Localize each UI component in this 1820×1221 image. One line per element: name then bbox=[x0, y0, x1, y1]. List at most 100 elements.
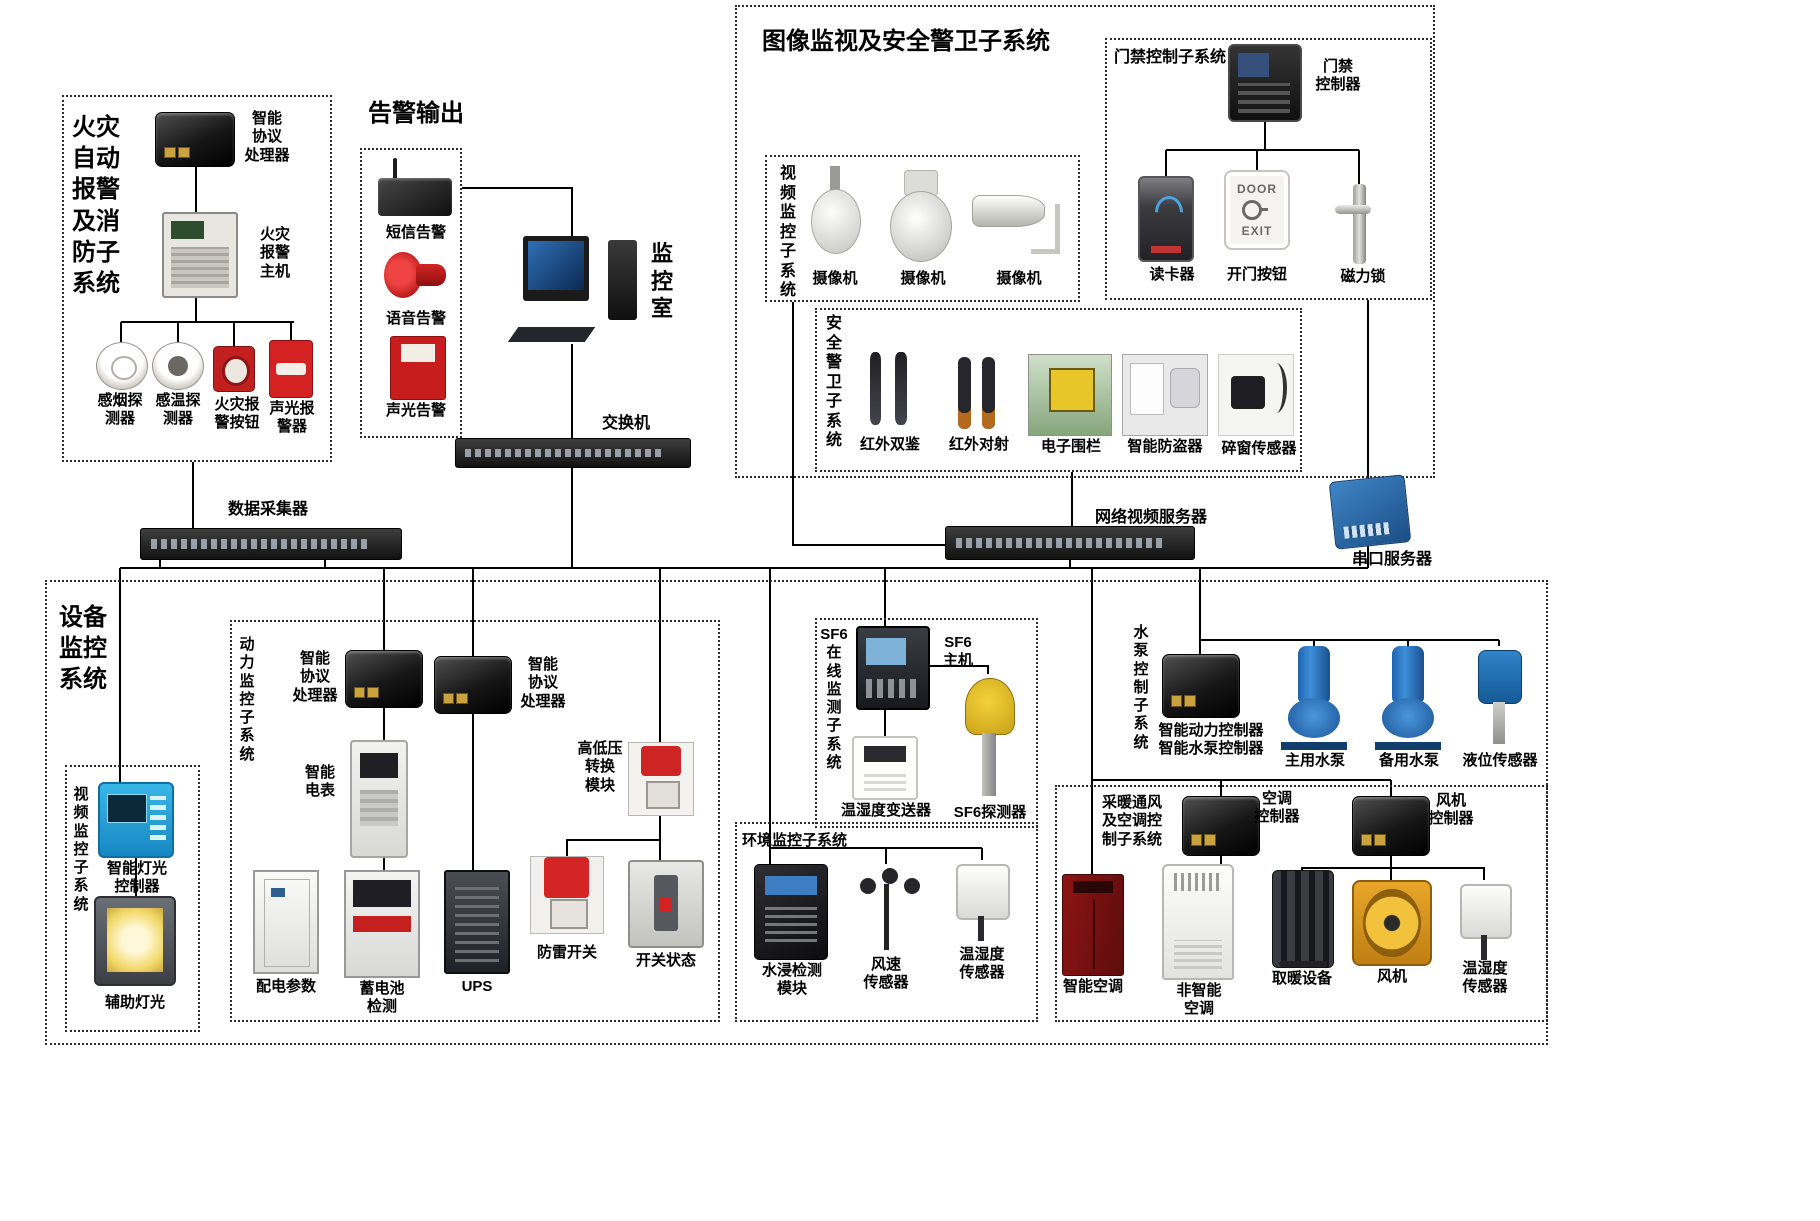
power-protocol-processor2-label: 智能 协议 处理器 bbox=[520, 656, 566, 710]
door-button-text-top: DOOR bbox=[1237, 182, 1277, 196]
anti-theft-label: 智能防盗器 bbox=[1127, 438, 1203, 455]
sf6-detector-label: SF6探测器 bbox=[953, 804, 1027, 821]
hvac-th-sensor-label: 温湿度 传感器 bbox=[1462, 960, 1508, 996]
pump-subsystem-title: 水 泵 控 制 子 系 统 bbox=[1133, 624, 1149, 751]
lightning-switch-label: 防雷开关 bbox=[536, 944, 597, 961]
smart-meter-image bbox=[350, 740, 408, 858]
battery-tester-label: 蓄电池 检测 bbox=[359, 980, 405, 1016]
hv-module-label: 高低压 转换 模块 bbox=[577, 740, 623, 794]
temp-detector-label: 感温探 测器 bbox=[155, 392, 201, 428]
alarm-output-title: 告警输出 bbox=[368, 100, 464, 127]
network-switch-image bbox=[455, 438, 691, 468]
hvac-box bbox=[1055, 785, 1548, 1022]
nvs-image bbox=[945, 526, 1195, 560]
camera3-label: 摄像机 bbox=[996, 270, 1042, 287]
voice-alarm-image bbox=[384, 246, 450, 306]
guard-subsystem-title: 安 全 警 卫 子 系 统 bbox=[825, 315, 842, 450]
data-collector-label: 数据采集器 bbox=[227, 501, 308, 518]
dome-camera-image bbox=[806, 166, 864, 255]
voice-alarm-label: 语音告警 bbox=[385, 310, 446, 327]
lightning-switch-image bbox=[530, 856, 604, 934]
hvac-th-sensor-image bbox=[1452, 880, 1516, 962]
env-th-sensor-image bbox=[948, 860, 1014, 944]
hvac-title: 采暖通风 及空调控 制子系统 bbox=[1101, 794, 1162, 848]
key-icon bbox=[1242, 200, 1268, 220]
data-collector-image bbox=[140, 528, 402, 560]
light-controller-label: 智能灯光 控制器 bbox=[106, 860, 167, 896]
power-protocol-processor1-image bbox=[345, 650, 423, 708]
magnetic-lock-label: 磁力锁 bbox=[1340, 268, 1386, 285]
pc-monitor bbox=[523, 236, 590, 301]
bullet-camera-image bbox=[972, 182, 1066, 254]
environment-box bbox=[735, 822, 1038, 1022]
nvs-label: 网络视频服务器 bbox=[1094, 509, 1207, 526]
main-pump-label: 主用水泵 bbox=[1284, 752, 1345, 769]
smoke-detector-image bbox=[96, 342, 148, 390]
pc-tower bbox=[607, 240, 637, 321]
th-transmitter-label: 温湿度变送器 bbox=[840, 802, 931, 819]
wind-sensor-image bbox=[852, 864, 920, 954]
breaker-status-label: 开关状态 bbox=[635, 952, 696, 969]
door-open-button-image: DOOR EXIT bbox=[1224, 170, 1290, 250]
window-break-sensor-label: 碎窗传感器 bbox=[1221, 440, 1297, 457]
sf6-monitoring-box bbox=[815, 618, 1038, 828]
led-floodlight-image bbox=[94, 896, 176, 986]
fire-subsystem-title: 火灾 自动 报警 及消 防子 系统 bbox=[72, 114, 120, 297]
sf6-subsystem-title: SF6 在 线 监 测 子 系 统 bbox=[820, 626, 848, 772]
guard-subsystem-box bbox=[815, 308, 1302, 472]
sf6-detector-image bbox=[958, 674, 1020, 800]
door-open-button-label: 开门按钮 bbox=[1226, 266, 1287, 283]
ac-controller-image bbox=[1182, 796, 1260, 856]
hv-module-image bbox=[628, 742, 694, 816]
fire-subsystem-box bbox=[62, 95, 332, 462]
electronic-fence-label: 电子围栏 bbox=[1040, 438, 1101, 455]
monitor-room-label: 监 控 室 bbox=[650, 241, 673, 321]
power-protocol-processor2-image bbox=[434, 656, 512, 714]
sf6-host-image bbox=[856, 626, 930, 710]
sound-light-output-image bbox=[390, 336, 446, 400]
pump-controller-image bbox=[1162, 654, 1240, 718]
pump-volute bbox=[1382, 698, 1434, 738]
environment-title: 环境监控子系统 bbox=[742, 832, 848, 849]
fan-image bbox=[1352, 880, 1432, 966]
pump-motor bbox=[1392, 646, 1424, 703]
window-break-sensor-image bbox=[1218, 354, 1294, 436]
camera2-label: 摄像机 bbox=[900, 270, 946, 287]
pump-base bbox=[1374, 741, 1442, 750]
image-security-box bbox=[735, 5, 1435, 478]
access-control-title: 门禁控制子系统 bbox=[1114, 49, 1227, 66]
equipment-system-title: 设备 监控 系统 bbox=[59, 604, 107, 694]
sound-light-alarm-label: 声光报 警器 bbox=[269, 400, 315, 436]
ir-dual-detector-label: 红外双鉴 bbox=[859, 436, 920, 453]
card-reader-image bbox=[1138, 176, 1194, 262]
video-surveillance-title: 视 频 监 控 子 系 统 bbox=[779, 165, 796, 300]
power-protocol-processor1-label: 智能 协议 处理器 bbox=[292, 650, 338, 704]
pump-base bbox=[1280, 741, 1348, 750]
sound-light-alarm-image bbox=[269, 340, 313, 398]
serial-server-image bbox=[1328, 474, 1412, 550]
heater-label: 取暖设备 bbox=[1271, 970, 1332, 987]
fire-alarm-button-image bbox=[213, 346, 255, 392]
plain-ac-label: 非智能 空调 bbox=[1176, 982, 1222, 1018]
pump-controller-label: 智能动力控制器 智能水泵控制器 bbox=[1158, 722, 1264, 758]
smart-meter-label: 智能 电表 bbox=[304, 764, 335, 800]
temp-detector-image bbox=[152, 342, 204, 390]
distribution-cabinet-label: 配电参数 bbox=[255, 978, 316, 995]
access-control-box bbox=[1105, 38, 1432, 300]
aux-light-label: 辅助灯光 bbox=[104, 994, 165, 1011]
pump-volute bbox=[1288, 698, 1340, 738]
sms-alarm-image bbox=[378, 158, 452, 216]
magnetic-lock-image bbox=[1330, 184, 1388, 264]
fire-protocol-processor-image bbox=[155, 112, 235, 167]
water-detect-module-image bbox=[754, 864, 828, 960]
heater-image bbox=[1272, 870, 1334, 968]
water-detect-module-label: 水浸检测 模块 bbox=[761, 962, 822, 998]
battery-tester-image bbox=[344, 870, 420, 978]
sms-alarm-label: 短信告警 bbox=[385, 224, 446, 241]
door-button-text-bottom: EXIT bbox=[1241, 224, 1273, 238]
th-transmitter-image bbox=[852, 736, 918, 800]
backup-pump-image bbox=[1372, 646, 1444, 750]
pc-keyboard bbox=[507, 326, 595, 342]
fan-controller-label: 风机 控制器 bbox=[1428, 792, 1474, 828]
network-switch-label: 交换机 bbox=[601, 415, 650, 432]
